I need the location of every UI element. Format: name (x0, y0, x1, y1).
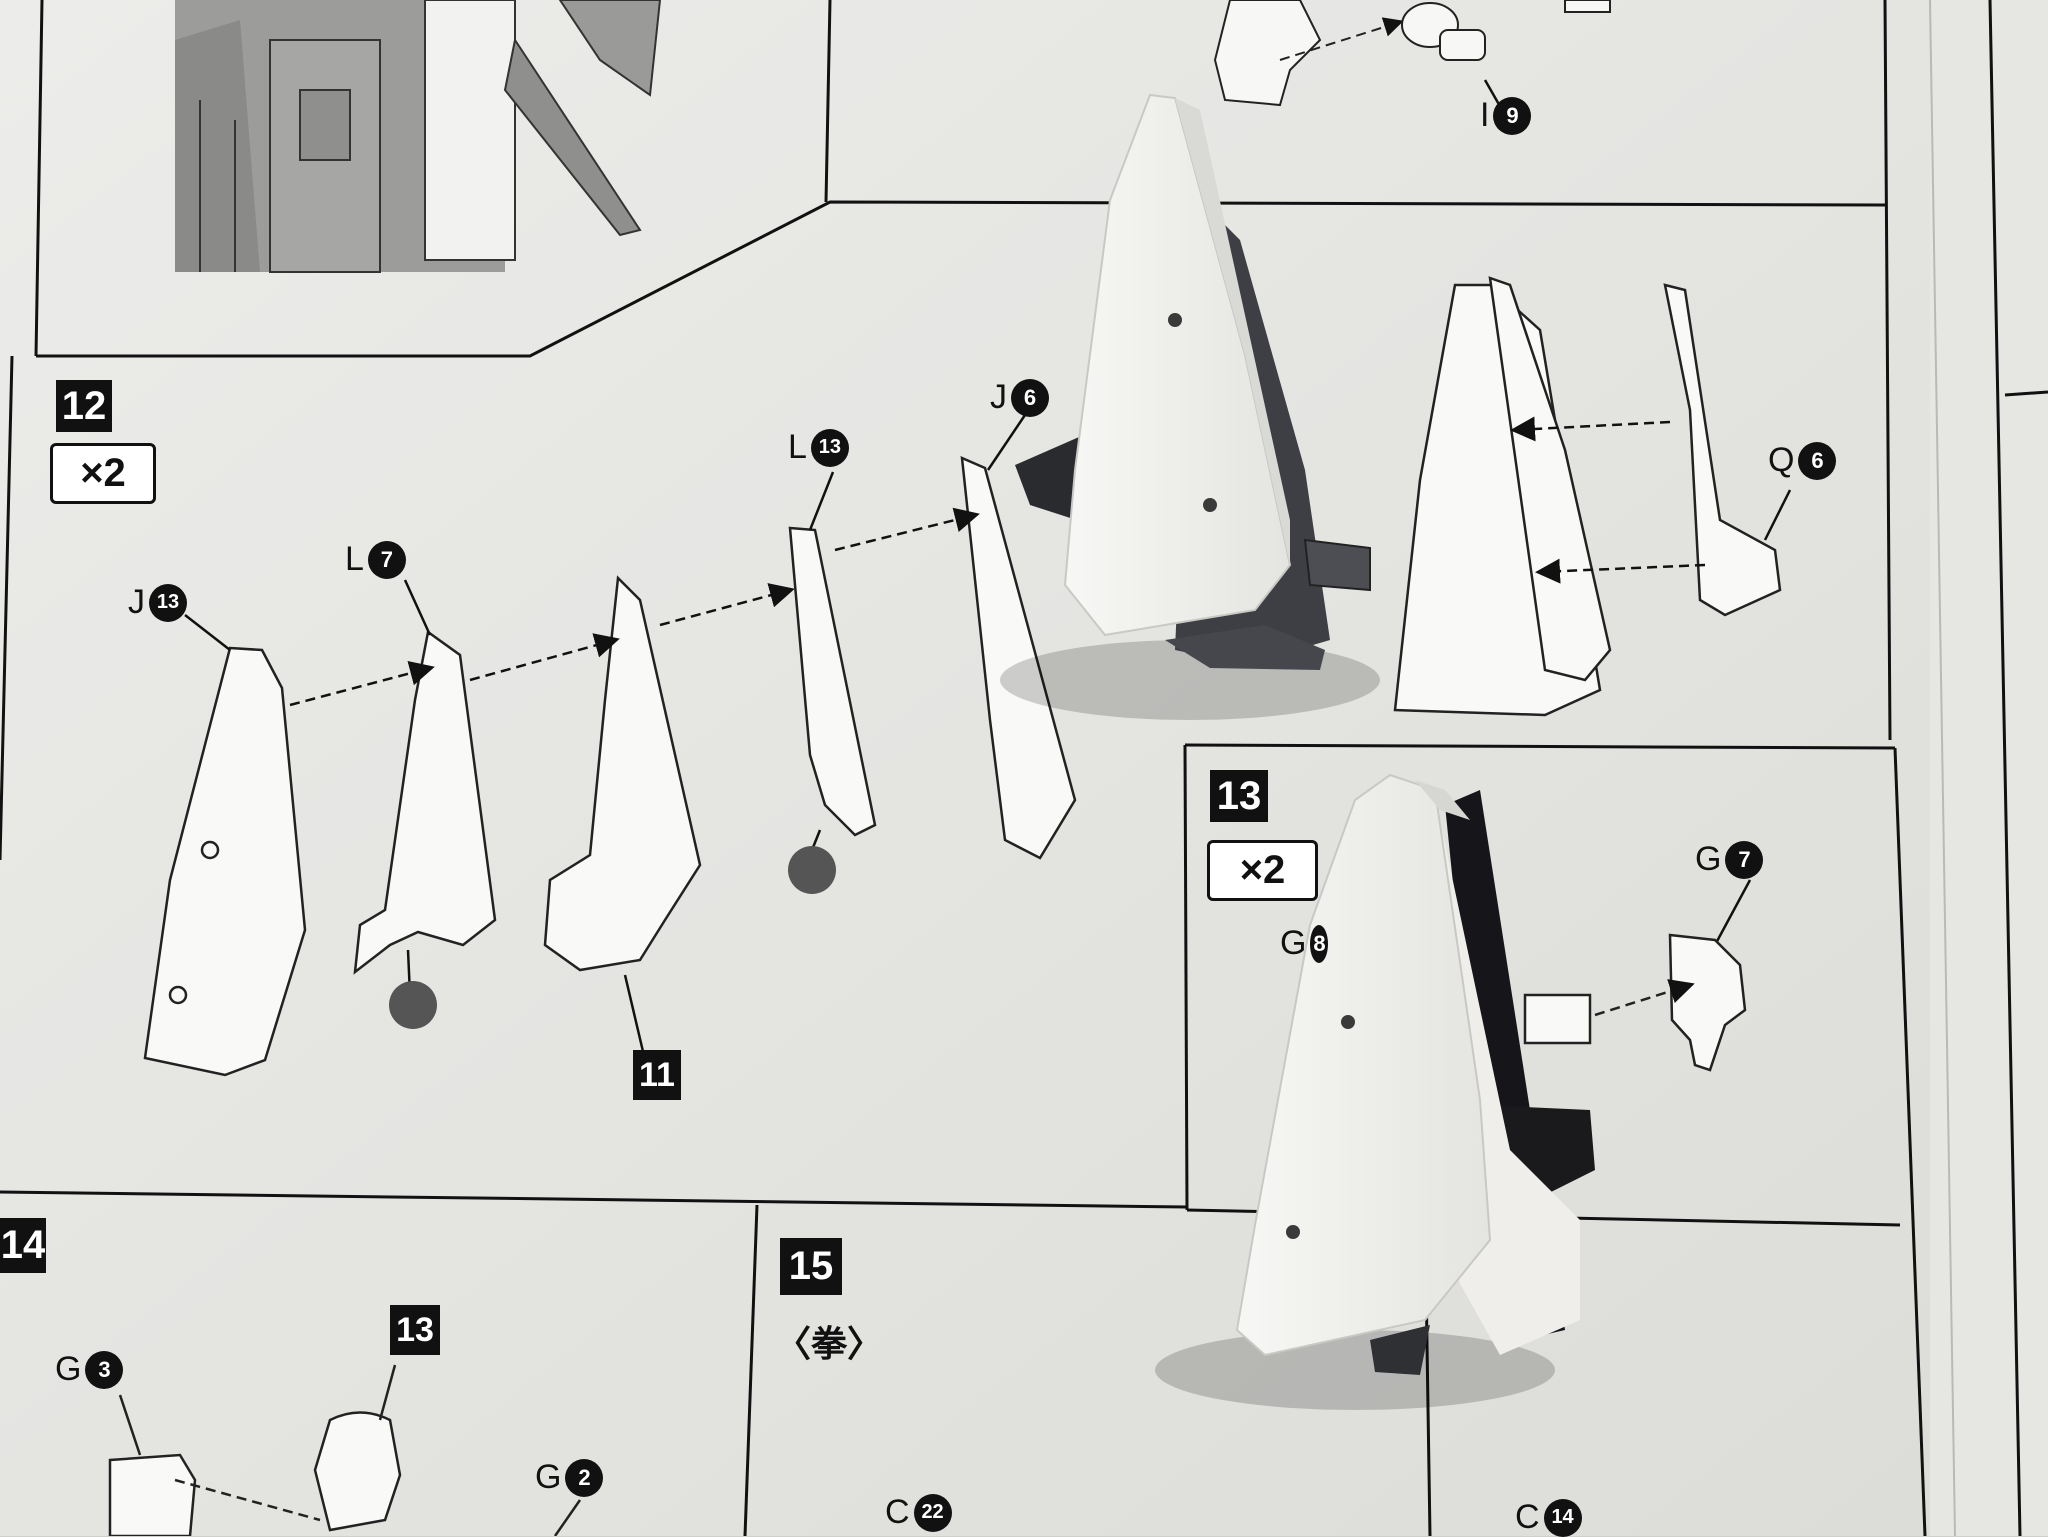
leader-lines (184, 79, 1792, 1061)
part-label-letter: I (1480, 96, 1490, 134)
step-number-15: 15 (780, 1238, 842, 1295)
part-label-i9: I 9 (1480, 96, 1532, 135)
part-label-letter: C (1515, 1498, 1540, 1536)
part-label-number: 13 (149, 583, 187, 622)
part-label-g8-partially-hidden: G 8 (1280, 924, 1329, 963)
part-j6-frame (960, 455, 1077, 860)
q6-arrows (1510, 416, 1706, 584)
part-label-q6: Q 6 (1768, 441, 1837, 480)
part-label-number: 7 (367, 540, 406, 579)
part-label-letter: L (345, 540, 364, 578)
part-label-number: 22 (913, 1493, 952, 1532)
part-j13-panel (143, 646, 307, 1077)
part-label-number: 14 (1543, 1498, 1582, 1537)
part-label-letter: J (990, 378, 1007, 416)
step-number-12: 12 (56, 380, 112, 432)
part-l13-frame (788, 526, 877, 837)
part-label-g7: G 7 (1695, 840, 1764, 879)
part-label-letter: Q (1768, 441, 1795, 479)
part-label-g3: G 3 (55, 1350, 124, 1389)
part-label-l7: L 7 (345, 540, 406, 579)
step14-parts (108, 1364, 582, 1536)
part-label-letter: C (885, 1493, 910, 1531)
frame-assembly-11 (543, 575, 702, 972)
step12-arrows (289, 507, 980, 707)
step12-parts (143, 455, 1077, 1077)
part-label-letter: J (128, 583, 145, 621)
part-label-number: 7 (1725, 840, 1764, 879)
step-reference-13: 13 (390, 1305, 440, 1355)
step-reference-11: 11 (633, 1050, 681, 1100)
part-label-number: 9 (1493, 96, 1532, 135)
part-label-number: 2 (565, 1458, 604, 1497)
part-label-j6: J 6 (990, 378, 1049, 417)
part-label-number: 3 (85, 1350, 124, 1389)
step-number-14: 14 (0, 1218, 46, 1273)
part-label-number: 8 (1310, 924, 1329, 963)
part-label-l13: L 13 (788, 428, 849, 467)
part-label-number: 6 (1011, 378, 1049, 417)
part-label-letter: G (1280, 924, 1307, 962)
multiplier-badge-step13: ×2 (1207, 840, 1318, 901)
step13-parts (1523, 933, 1747, 1072)
multiplier-badge-step12: ×2 (50, 443, 156, 504)
part-label-j13: J 13 (128, 583, 187, 622)
robot-illustration (175, 0, 662, 273)
part-label-c14: C 14 (1515, 1498, 1582, 1537)
panel-borders (0, 0, 1927, 1536)
part-label-c22: C 22 (885, 1493, 952, 1532)
part-label-letter: G (55, 1350, 82, 1388)
plastic-part-lower (1155, 773, 1595, 1410)
part-l7-frame (353, 629, 497, 975)
nub-icons (389, 846, 836, 1029)
plastic-part-upper (1000, 93, 1380, 720)
part-label-g2: G 2 (535, 1458, 604, 1497)
part-label-letter: L (788, 428, 807, 466)
part-label-number: 13 (810, 428, 849, 467)
step-number-13: 13 (1210, 770, 1268, 822)
q6-drawing (1393, 276, 1782, 717)
part-label-letter: G (1695, 840, 1722, 878)
part-label-letter: G (535, 1458, 562, 1496)
part-label-number: 6 (1798, 441, 1837, 480)
step15-fist-caption: 〈拳〉 (775, 1324, 884, 1365)
top-parts-drawing (1213, 0, 1611, 107)
